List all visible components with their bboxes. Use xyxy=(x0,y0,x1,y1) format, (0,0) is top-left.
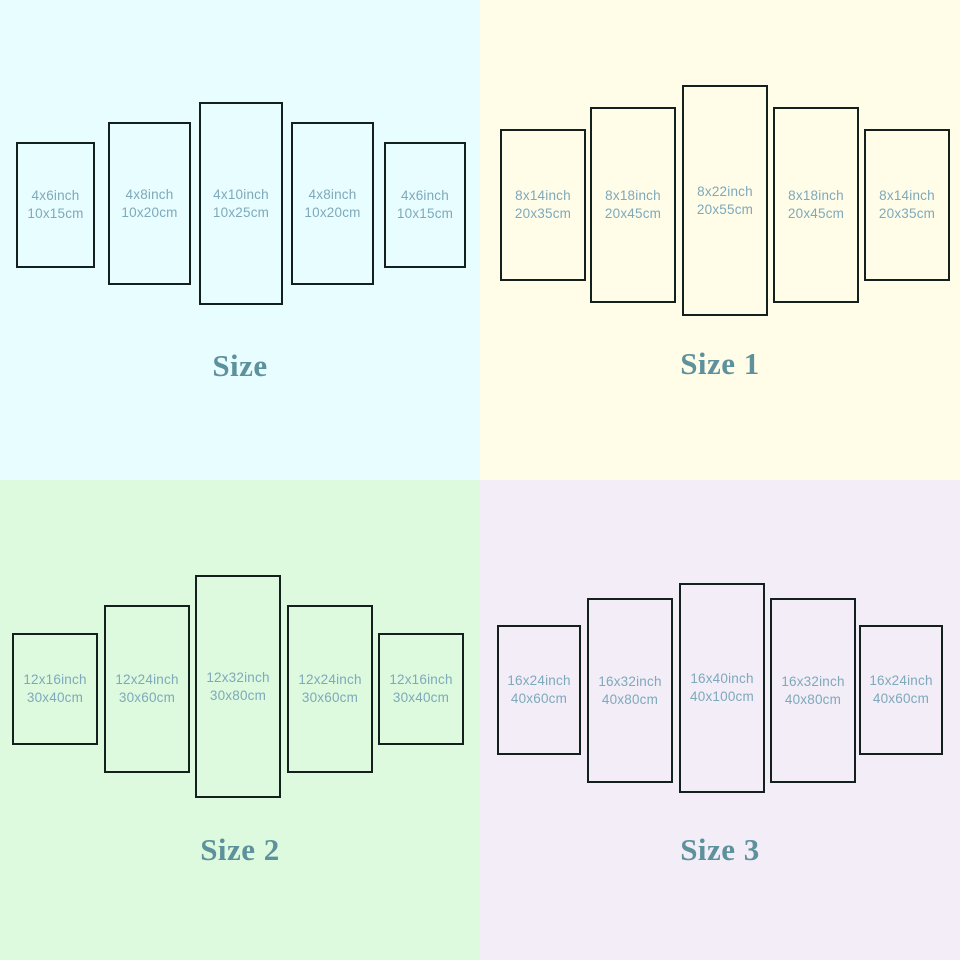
size-panel-centimeters: 40x60cm xyxy=(510,691,568,706)
panel-set-size: 4x6inch 10x15cm 4x8inch 10x20cm 4x10inch 10x2… xyxy=(0,0,480,480)
size-panel-inches: 4x6inch xyxy=(401,188,449,204)
size-group-size-3: 16x24inch 40x60cm 16x32inch 40x80cm 16x40inc… xyxy=(480,480,960,960)
size-panel-centimeters: 20x55cm xyxy=(696,201,754,217)
size-panel-size-1-2[interactable]: 8x18inch 20x45cm xyxy=(590,107,676,303)
size-panel-label: 12x32inch 30x80cm xyxy=(206,669,269,705)
size-panel-size-2-2[interactable]: 12x24inch 30x60cm xyxy=(104,605,190,773)
size-panel-centimeters: 40x80cm xyxy=(784,691,842,707)
size-panel-inches: 16x24inch xyxy=(507,673,571,689)
size-panel-label: 8x14inch 20x35cm xyxy=(515,187,571,223)
size-panel-size-3-3[interactable]: 16x40inch 40x100cm xyxy=(679,583,765,793)
size-panel-inches: 12x24inch xyxy=(115,672,179,688)
size-panel-inches: 8x18inch xyxy=(605,188,661,204)
size-panel-inches: 16x24inch xyxy=(869,673,933,689)
size-group-size-1: 8x14inch 20x35cm 8x18inch 20x45cm 8x22inch 20… xyxy=(480,0,960,480)
size-panel-label: 8x18inch 20x45cm xyxy=(788,187,844,223)
size-panel-centimeters: 30x60cm xyxy=(118,690,176,705)
size-panel-centimeters: 30x80cm xyxy=(209,687,267,703)
size-panel-label: 4x8inch 10x20cm xyxy=(121,186,177,222)
group-title-size-1: Size 1 xyxy=(680,346,760,381)
size-panel-label: 16x32inch 40x80cm xyxy=(781,673,844,709)
size-panel-inches: 12x24inch xyxy=(298,672,362,688)
size-panel-size-1-5[interactable]: 8x14inch 20x35cm xyxy=(864,129,950,281)
size-panel-size-1[interactable]: 4x6inch 10x15cm xyxy=(16,142,95,268)
size-panel-label: 12x24inch 30x60cm xyxy=(298,671,361,707)
size-panel-size-1-3[interactable]: 8x22inch 20x55cm xyxy=(682,85,768,316)
size-panel-centimeters: 40x80cm xyxy=(601,691,659,707)
size-panel-label: 16x32inch 40x80cm xyxy=(598,673,661,709)
size-panel-size-1-4[interactable]: 8x18inch 20x45cm xyxy=(773,107,859,303)
panel-set-size-3: 16x24inch 40x60cm 16x32inch 40x80cm 16x40inc… xyxy=(480,480,960,960)
size-panel-centimeters: 30x40cm xyxy=(392,690,450,705)
size-panel-size-2-3[interactable]: 12x32inch 30x80cm xyxy=(195,575,281,798)
size-panel-inches: 8x22inch xyxy=(697,183,753,199)
size-panel-centimeters: 20x35cm xyxy=(514,206,572,221)
size-panel-centimeters: 40x60cm xyxy=(872,691,930,706)
size-panel-centimeters: 10x25cm xyxy=(212,204,270,220)
size-panel-centimeters: 30x60cm xyxy=(301,690,359,705)
size-panel-label: 16x40inch 40x100cm xyxy=(690,670,754,706)
size-panel-inches: 16x40inch xyxy=(690,671,754,687)
size-panel-centimeters: 30x40cm xyxy=(26,690,84,705)
group-title-size: Size xyxy=(212,348,268,383)
size-panel-label: 12x24inch 30x60cm xyxy=(115,671,178,707)
size-panel-centimeters: 20x45cm xyxy=(787,206,845,221)
size-panel-centimeters: 20x35cm xyxy=(878,206,936,221)
size-panel-inches: 12x32inch xyxy=(206,669,270,685)
size-panel-size-1-1[interactable]: 8x14inch 20x35cm xyxy=(500,129,586,281)
group-title-size-2: Size 2 xyxy=(200,832,280,867)
size-panel-size-3-4[interactable]: 16x32inch 40x80cm xyxy=(770,598,856,783)
size-panel-inches: 8x14inch xyxy=(879,188,935,204)
size-panel-label: 4x6inch 10x15cm xyxy=(397,187,453,223)
size-panel-inches: 16x32inch xyxy=(598,673,662,689)
size-panel-inches: 16x32inch xyxy=(781,673,845,689)
size-panel-inches: 4x8inch xyxy=(308,186,357,202)
size-panel-size-3-2[interactable]: 16x32inch 40x80cm xyxy=(587,598,673,783)
size-panel-label: 8x18inch 20x45cm xyxy=(605,187,661,223)
panel-set-size-1: 8x14inch 20x35cm 8x18inch 20x45cm 8x22inch 20… xyxy=(480,0,960,480)
size-panel-centimeters: 40x100cm xyxy=(690,689,754,704)
size-panel-label: 12x16inch 30x40cm xyxy=(23,671,86,707)
size-panel-inches: 8x18inch xyxy=(788,188,844,204)
size-panel-inches: 4x10inch xyxy=(213,186,269,202)
size-panel-size-3[interactable]: 4x10inch 10x25cm xyxy=(199,102,283,305)
size-panel-centimeters: 10x15cm xyxy=(27,206,84,221)
size-panel-size-2-4[interactable]: 12x24inch 30x60cm xyxy=(287,605,373,773)
size-group-size: 4x6inch 10x15cm 4x8inch 10x20cm 4x10inch 10x2… xyxy=(0,0,480,480)
size-panel-centimeters: 10x20cm xyxy=(121,204,178,220)
panel-set-size-2: 12x16inch 30x40cm 12x24inch 30x60cm 12x32inc… xyxy=(0,480,480,960)
size-panel-inches: 4x6inch xyxy=(31,188,80,204)
size-panel-size-2-5[interactable]: 12x16inch 30x40cm xyxy=(378,633,464,745)
size-panel-size-3-5[interactable]: 16x24inch 40x60cm xyxy=(859,625,943,755)
size-panel-label: 16x24inch 40x60cm xyxy=(507,672,570,708)
size-panel-inches: 4x8inch xyxy=(125,186,174,202)
size-panel-centimeters: 10x20cm xyxy=(304,204,361,220)
size-panel-inches: 12x16inch xyxy=(23,672,87,688)
size-panel-size-4[interactable]: 4x8inch 10x20cm xyxy=(291,122,374,285)
size-panel-label: 8x14inch 20x35cm xyxy=(879,187,935,223)
size-panel-inches: 12x16inch xyxy=(389,672,453,688)
size-panel-centimeters: 10x15cm xyxy=(396,206,454,221)
size-panel-size-2-1[interactable]: 12x16inch 30x40cm xyxy=(12,633,98,745)
size-panel-label: 12x16inch 30x40cm xyxy=(389,671,452,707)
size-panel-label: 4x10inch 10x25cm xyxy=(213,186,269,222)
size-panel-label: 16x24inch 40x60cm xyxy=(869,672,932,708)
size-panel-inches: 8x14inch xyxy=(515,188,571,204)
size-panel-size-2[interactable]: 4x8inch 10x20cm xyxy=(108,122,191,285)
group-title-size-3: Size 3 xyxy=(680,832,760,867)
size-group-size-2: 12x16inch 30x40cm 12x24inch 30x60cm 12x32inc… xyxy=(0,480,480,960)
size-panel-size-3-1[interactable]: 16x24inch 40x60cm xyxy=(497,625,581,755)
size-panel-size-5[interactable]: 4x6inch 10x15cm xyxy=(384,142,466,268)
size-panel-label: 4x6inch 10x15cm xyxy=(27,187,83,223)
size-panel-label: 8x22inch 20x55cm xyxy=(697,183,753,219)
size-panel-centimeters: 20x45cm xyxy=(604,206,662,221)
size-panel-label: 4x8inch 10x20cm xyxy=(304,186,360,222)
